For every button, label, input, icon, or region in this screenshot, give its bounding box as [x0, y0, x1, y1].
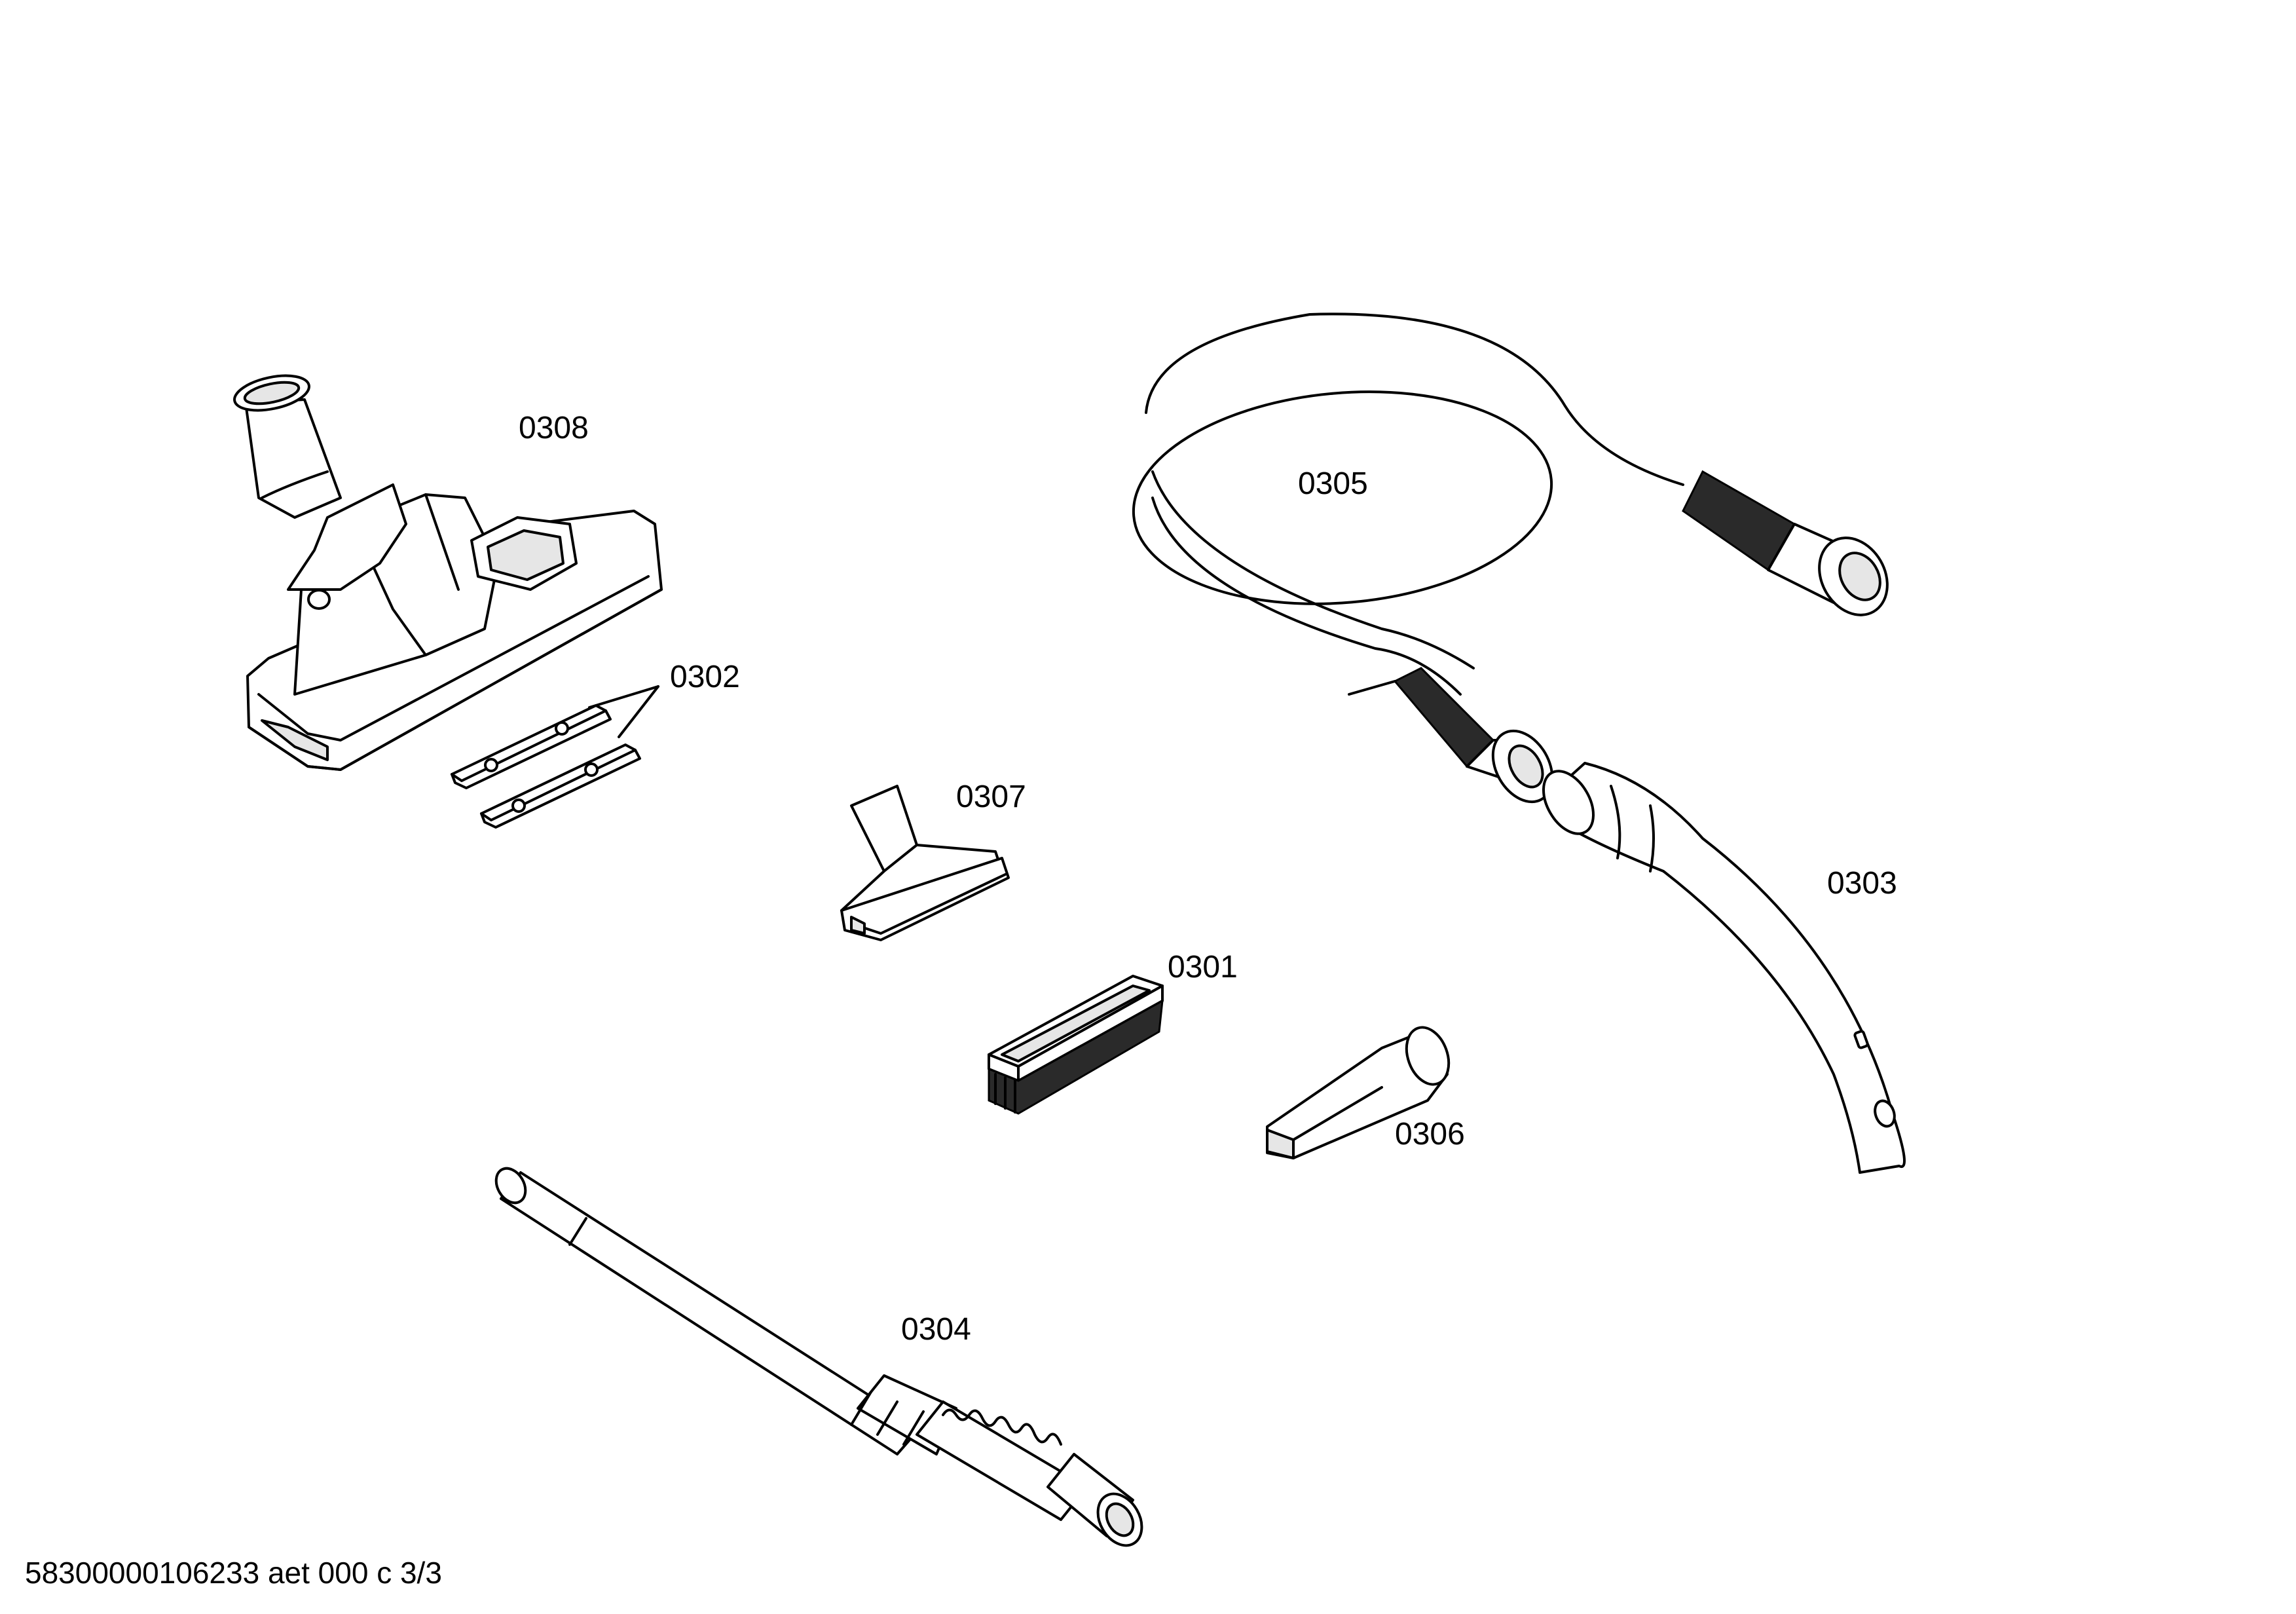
part-label-0308: 0308	[519, 411, 589, 445]
part-label-0304: 0304	[901, 1312, 971, 1347]
replacement-strips-drawing	[451, 685, 659, 829]
floor-nozzle-drawing	[233, 374, 663, 771]
document-code-footer: 58300000106233 aet 000 c 3/3	[25, 1556, 442, 1590]
upholstery-nozzle-drawing	[840, 785, 1010, 941]
part-label-0307: 0307	[956, 779, 1026, 814]
part-label-0306: 0306	[1395, 1117, 1465, 1152]
part-label-0303: 0303	[1827, 866, 1897, 901]
part-label-0305: 0305	[1298, 466, 1368, 501]
brush-attachment-drawing	[988, 975, 1164, 1115]
suction-hose-drawing	[1132, 312, 1889, 804]
part-label-0302: 0302	[670, 660, 740, 694]
crevice-tool-drawing	[1266, 1026, 1451, 1159]
telescopic-tube-drawing	[494, 1167, 1143, 1547]
hose-handle-drawing	[1542, 762, 1906, 1174]
part-label-0301: 0301	[1168, 950, 1238, 985]
